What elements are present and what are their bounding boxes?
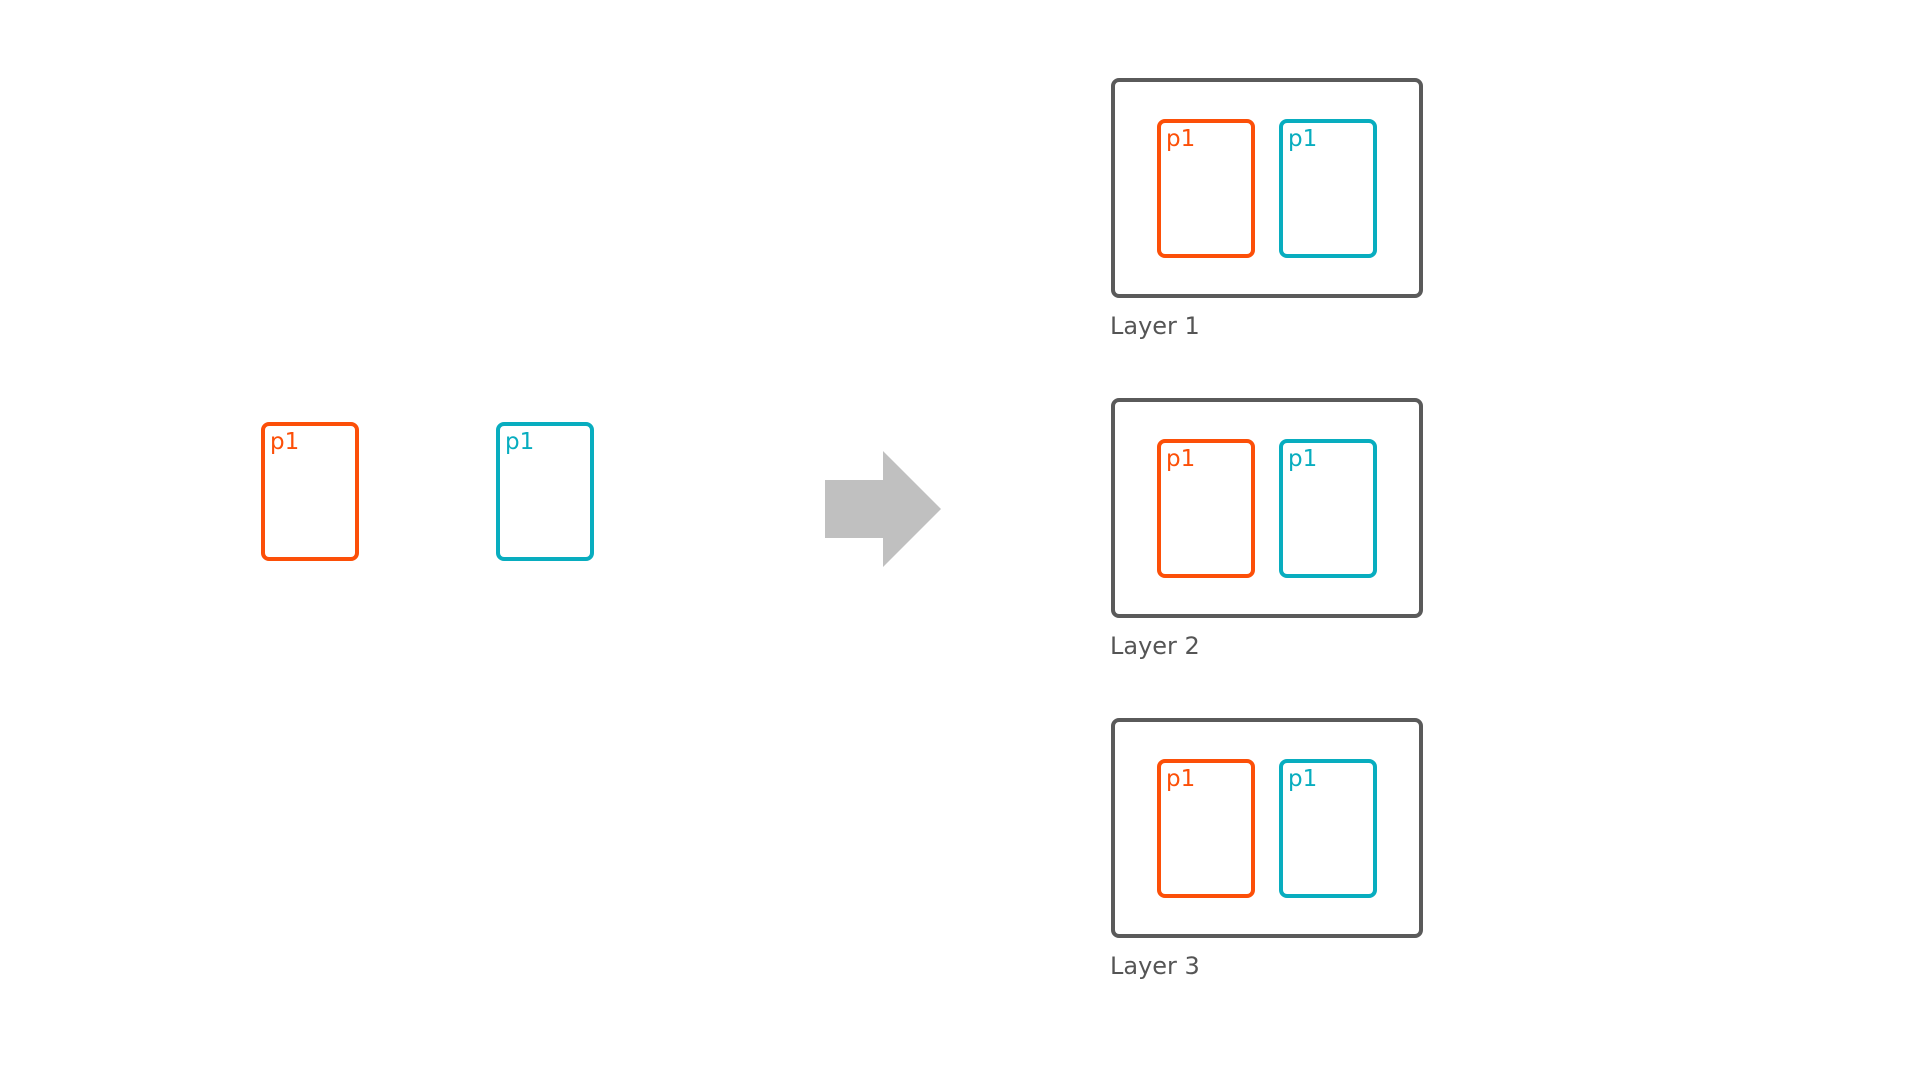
partition-label: p1 <box>505 429 535 455</box>
source-partition-orange: p1 <box>261 422 359 561</box>
partition-label: p1 <box>1288 126 1318 152</box>
layer-label-1: Layer 1 <box>1110 312 1200 340</box>
partition-label: p1 <box>1288 766 1318 792</box>
partition-label: p1 <box>1166 126 1196 152</box>
layer-partition-orange: p1 <box>1157 119 1255 258</box>
layer-partition-teal: p1 <box>1279 119 1377 258</box>
layer-partition-orange: p1 <box>1157 439 1255 578</box>
layer-frame-2: p1 p1 <box>1111 398 1423 618</box>
partition-label: p1 <box>1166 766 1196 792</box>
layer-partition-orange: p1 <box>1157 759 1255 898</box>
partition-label: p1 <box>1288 446 1318 472</box>
layer-label-2: Layer 2 <box>1110 632 1200 660</box>
layer-frame-3: p1 p1 <box>1111 718 1423 938</box>
source-partition-teal: p1 <box>496 422 594 561</box>
layer-frame-1: p1 p1 <box>1111 78 1423 298</box>
layer-label-3: Layer 3 <box>1110 952 1200 980</box>
right-arrow-icon <box>825 451 941 567</box>
partition-label: p1 <box>270 429 300 455</box>
layer-partition-teal: p1 <box>1279 439 1377 578</box>
partition-label: p1 <box>1166 446 1196 472</box>
layer-partition-teal: p1 <box>1279 759 1377 898</box>
